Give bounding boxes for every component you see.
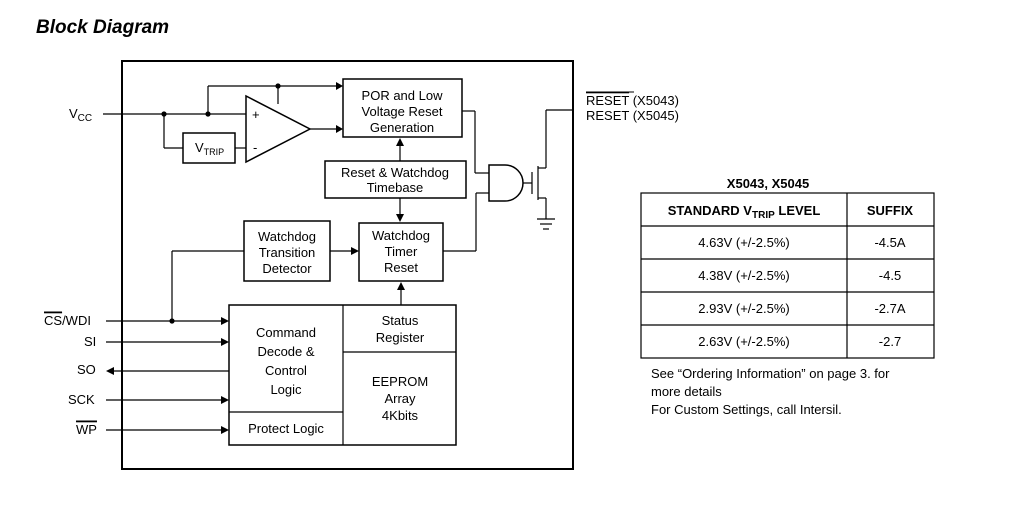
svg-text:2.93V (+/-2.5%): 2.93V (+/-2.5%) bbox=[698, 301, 789, 316]
protect-logic: Protect Logic bbox=[248, 421, 324, 436]
svg-text:Logic: Logic bbox=[270, 382, 302, 397]
table-row: 2.63V (+/-2.5%) -2.7 bbox=[698, 334, 901, 349]
command-decode-logic: Command Decode & Control Logic bbox=[256, 325, 316, 397]
output-transistor bbox=[523, 109, 574, 230]
por-low-voltage-reset-block: POR and Low Voltage Reset Generation bbox=[342, 78, 463, 138]
watchdog-timer-reset-block: Watchdog Timer Reset bbox=[358, 222, 444, 282]
svg-text:Generation: Generation bbox=[370, 120, 434, 135]
table-row: 2.93V (+/-2.5%) -2.7A bbox=[698, 301, 906, 316]
table-row: 4.63V (+/-2.5%) -4.5A bbox=[698, 235, 906, 250]
svg-text:Reset: Reset bbox=[384, 260, 418, 275]
svg-text:-2.7: -2.7 bbox=[879, 334, 901, 349]
sck-pin: SCK bbox=[68, 392, 229, 407]
svg-text:4Kbits: 4Kbits bbox=[382, 408, 419, 423]
svg-text:-4.5A: -4.5A bbox=[874, 235, 905, 250]
svg-text:Decode &: Decode & bbox=[257, 344, 314, 359]
chip-outline bbox=[121, 60, 574, 470]
svg-text:RESET (X5043): RESET (X5043) bbox=[586, 93, 679, 108]
svg-text:Detector: Detector bbox=[262, 261, 312, 276]
and-gate bbox=[488, 164, 524, 202]
watchdog-transition-detector-block: Watchdog Transition Detector bbox=[243, 220, 331, 282]
svg-text:Transition: Transition bbox=[259, 245, 316, 260]
svg-text:Watchdog: Watchdog bbox=[372, 228, 430, 243]
table-notes: See “Ordering Information” on page 3. fo… bbox=[651, 366, 890, 417]
page-title: Block Diagram bbox=[36, 17, 169, 38]
svg-text:more details: more details bbox=[651, 384, 722, 399]
svg-text:VTRIP: VTRIP bbox=[195, 140, 224, 157]
svg-text:Register: Register bbox=[376, 330, 425, 345]
vtrip-reference: VTRIP bbox=[182, 132, 246, 164]
svg-text:4.63V (+/-2.5%): 4.63V (+/-2.5%) bbox=[698, 235, 789, 250]
svg-text:Control: Control bbox=[265, 363, 307, 378]
svg-text:SI: SI bbox=[84, 334, 96, 349]
svg-text:Reset & Watchdog: Reset & Watchdog bbox=[341, 165, 449, 180]
svg-text:-: - bbox=[253, 140, 257, 155]
reset-output-labels: RESET (X5043) RESET (X5045) bbox=[586, 91, 679, 123]
reset-watchdog-timebase-block: Reset & Watchdog Timebase bbox=[324, 160, 467, 199]
svg-text:VCC: VCC bbox=[69, 106, 92, 124]
svg-text:EEPROM: EEPROM bbox=[372, 374, 428, 389]
gate-input-wiring bbox=[443, 110, 489, 252]
svg-text:RESET (X5045): RESET (X5045) bbox=[586, 108, 679, 123]
svg-text:Timebase: Timebase bbox=[367, 180, 424, 195]
svg-text:4.38V (+/-2.5%): 4.38V (+/-2.5%) bbox=[698, 268, 789, 283]
svg-text:Status: Status bbox=[382, 313, 419, 328]
svg-text:Array: Array bbox=[384, 391, 416, 406]
eeprom-array: EEPROM Array 4Kbits bbox=[372, 374, 428, 423]
vcc-pin-label: VCC bbox=[69, 106, 92, 124]
status-register: Status Register bbox=[376, 313, 425, 345]
comparator: + - bbox=[245, 94, 343, 164]
svg-text:CS/WDI: CS/WDI bbox=[44, 313, 91, 328]
svg-text:POR and Low: POR and Low bbox=[362, 88, 444, 103]
vtrip-table: X5043, X5045 STANDARD VTRIP LEVEL SUFFIX… bbox=[640, 176, 935, 359]
si-pin: SI bbox=[84, 334, 229, 349]
svg-text:See “Ordering Information” on: See “Ordering Information” on page 3. fo… bbox=[651, 366, 890, 381]
svg-text:-2.7A: -2.7A bbox=[874, 301, 905, 316]
wp-pin: WP bbox=[76, 420, 229, 437]
vcc-wiring bbox=[103, 82, 343, 149]
svg-text:-4.5: -4.5 bbox=[879, 268, 901, 283]
svg-text:SO: SO bbox=[77, 362, 96, 377]
table-row: 4.38V (+/-2.5%) -4.5 bbox=[698, 268, 901, 283]
memory-control-block: Command Decode & Control Logic Status Re… bbox=[228, 304, 457, 446]
so-pin: SO bbox=[77, 362, 229, 377]
svg-text:SCK: SCK bbox=[68, 392, 95, 407]
cs-wdi-pin: CS/WDI bbox=[44, 250, 244, 328]
svg-text:Voltage Reset: Voltage Reset bbox=[362, 104, 443, 119]
svg-text:Watchdog: Watchdog bbox=[258, 229, 316, 244]
table-header-level: STANDARD VTRIP LEVEL bbox=[668, 203, 821, 221]
svg-text:2.63V (+/-2.5%): 2.63V (+/-2.5%) bbox=[698, 334, 789, 349]
svg-text:For Custom Settings, call Inte: For Custom Settings, call Intersil. bbox=[651, 402, 842, 417]
svg-text:Command: Command bbox=[256, 325, 316, 340]
svg-text:WP: WP bbox=[76, 422, 97, 437]
svg-text:+: + bbox=[252, 107, 260, 122]
table-header-suffix: SUFFIX bbox=[867, 203, 914, 218]
table-caption: X5043, X5045 bbox=[727, 176, 809, 191]
svg-text:Timer: Timer bbox=[385, 244, 418, 259]
